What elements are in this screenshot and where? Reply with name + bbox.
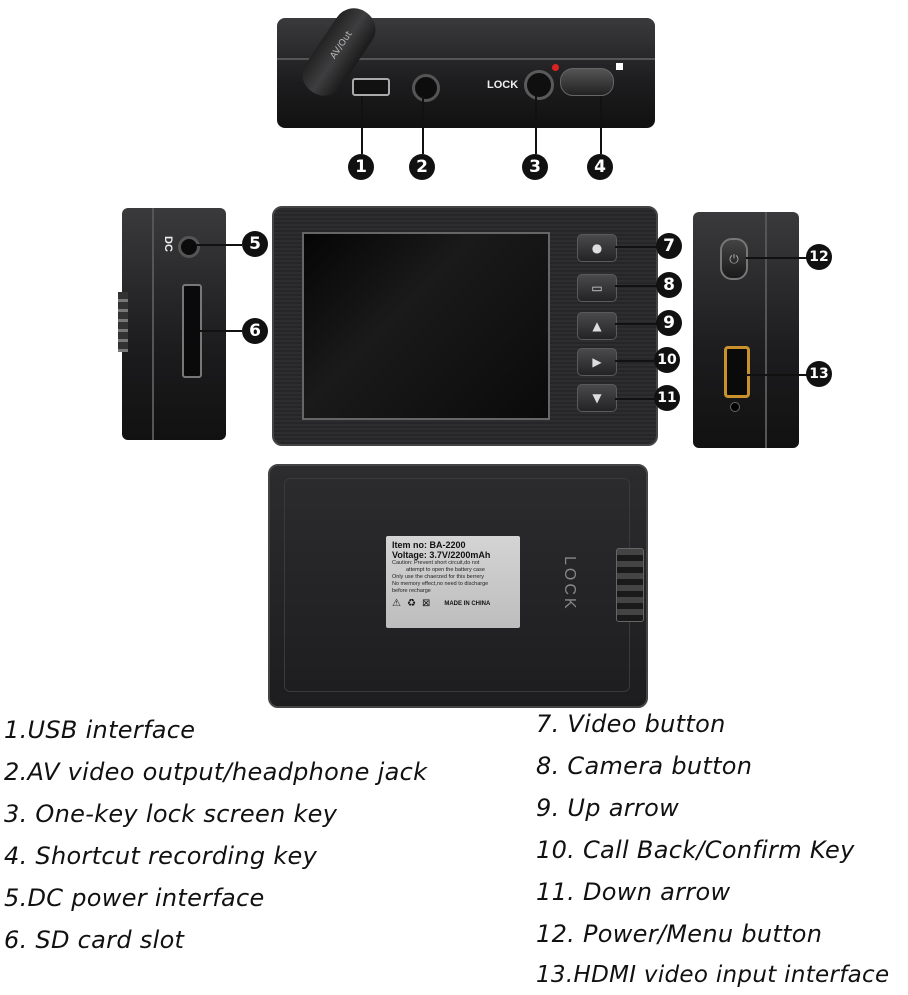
record-indicator [552, 64, 559, 71]
callout-6: 6 [242, 318, 268, 344]
screen [302, 232, 550, 420]
legend-item-5: 5.DC power interface [4, 884, 265, 912]
battery-item: Item no: BA-2200 [392, 540, 466, 550]
back-lock-label: LOCK [561, 556, 578, 612]
legend-item-7: 7. Video button [536, 710, 726, 738]
back-lock-slider [616, 548, 644, 622]
callout-12: 12 [806, 244, 832, 270]
legend-item-4: 4. Shortcut recording key [4, 842, 318, 870]
play-confirm-icon: ▶ [592, 355, 602, 369]
battery-label: Item no: BA-2200 Voltage: 3.7V/2200mAh C… [386, 536, 520, 628]
power-menu-button: ⏻ [720, 238, 748, 280]
callout-3: 3 [522, 154, 548, 180]
usb-port [352, 78, 390, 96]
lock-label: LOCK [487, 79, 519, 91]
video-icon: ● [591, 241, 603, 255]
hdmi-port [724, 346, 750, 398]
recycle-icon: ♻ [406, 598, 416, 609]
callout-13: 13 [806, 361, 832, 387]
lock-key [524, 70, 554, 100]
legend-item-8: 8. Camera button [536, 752, 753, 780]
legend-item-2: 2.AV video output/headphone jack [4, 758, 428, 786]
down-arrow-icon: ▼ [592, 391, 602, 405]
callout-10: 10 [654, 347, 680, 373]
grip-ridges [118, 292, 128, 352]
battery-caution-5: before recharge [392, 588, 431, 594]
battery-caution-4: No memory effect,no need to discharge [392, 581, 489, 587]
recording-slider [560, 68, 614, 96]
battery-caution-3: Only use the chaerzed for this berrery [392, 574, 485, 580]
callout-1: 1 [348, 154, 374, 180]
no-trash-icon: ⊠ [421, 598, 431, 609]
callout-7: 7 [656, 233, 682, 259]
sd-slot [182, 284, 202, 378]
power-icon: ⏻ [729, 251, 739, 266]
legend-item-13: 13.HDMI video input interface [536, 962, 890, 988]
top-edge-band [277, 58, 655, 60]
warning-icon: ⚠ [392, 598, 401, 609]
dc-port [178, 236, 200, 258]
callout-11: 11 [654, 385, 680, 411]
callout-8: 8 [656, 272, 682, 298]
legend-item-10: 10. Call Back/Confirm Key [536, 836, 855, 864]
up-arrow-icon: ▲ [592, 319, 602, 333]
callout-9: 9 [656, 310, 682, 336]
battery-caution-1: Caution: Prevent short circuit,do not [392, 560, 480, 566]
dc-label: DC [161, 236, 174, 252]
video-button: ● [577, 234, 617, 262]
legend-item-11: 11. Down arrow [536, 878, 731, 906]
legend-item-3: 3. One-key lock screen key [4, 800, 338, 828]
legend-item-1: 1.USB interface [4, 716, 196, 744]
mic-hole [730, 402, 740, 412]
callout-4: 4 [587, 154, 613, 180]
camera-icon: ▭ [591, 281, 603, 295]
battery-voltage: Voltage: 3.7V/2200mAh [392, 550, 491, 560]
device-left-side [122, 208, 226, 440]
up-arrow-button: ▲ [577, 312, 617, 340]
av-jack [412, 74, 440, 102]
legend-item-9: 9. Up arrow [536, 794, 680, 822]
flap-text: AV/Out [328, 29, 355, 62]
battery-made: MADE IN CHINA [444, 600, 491, 607]
legend-item-12: 12. Power/Menu button [536, 920, 823, 948]
white-dot [616, 63, 623, 70]
legend-item-6: 6. SD card slot [4, 926, 185, 954]
callout-2: 2 [409, 154, 435, 180]
down-arrow-button: ▼ [577, 384, 617, 412]
camera-button: ▭ [577, 274, 617, 302]
callout-5: 5 [242, 231, 268, 257]
confirm-button: ▶ [577, 348, 617, 376]
battery-caution-2: attempt to open the battery case [406, 567, 485, 573]
